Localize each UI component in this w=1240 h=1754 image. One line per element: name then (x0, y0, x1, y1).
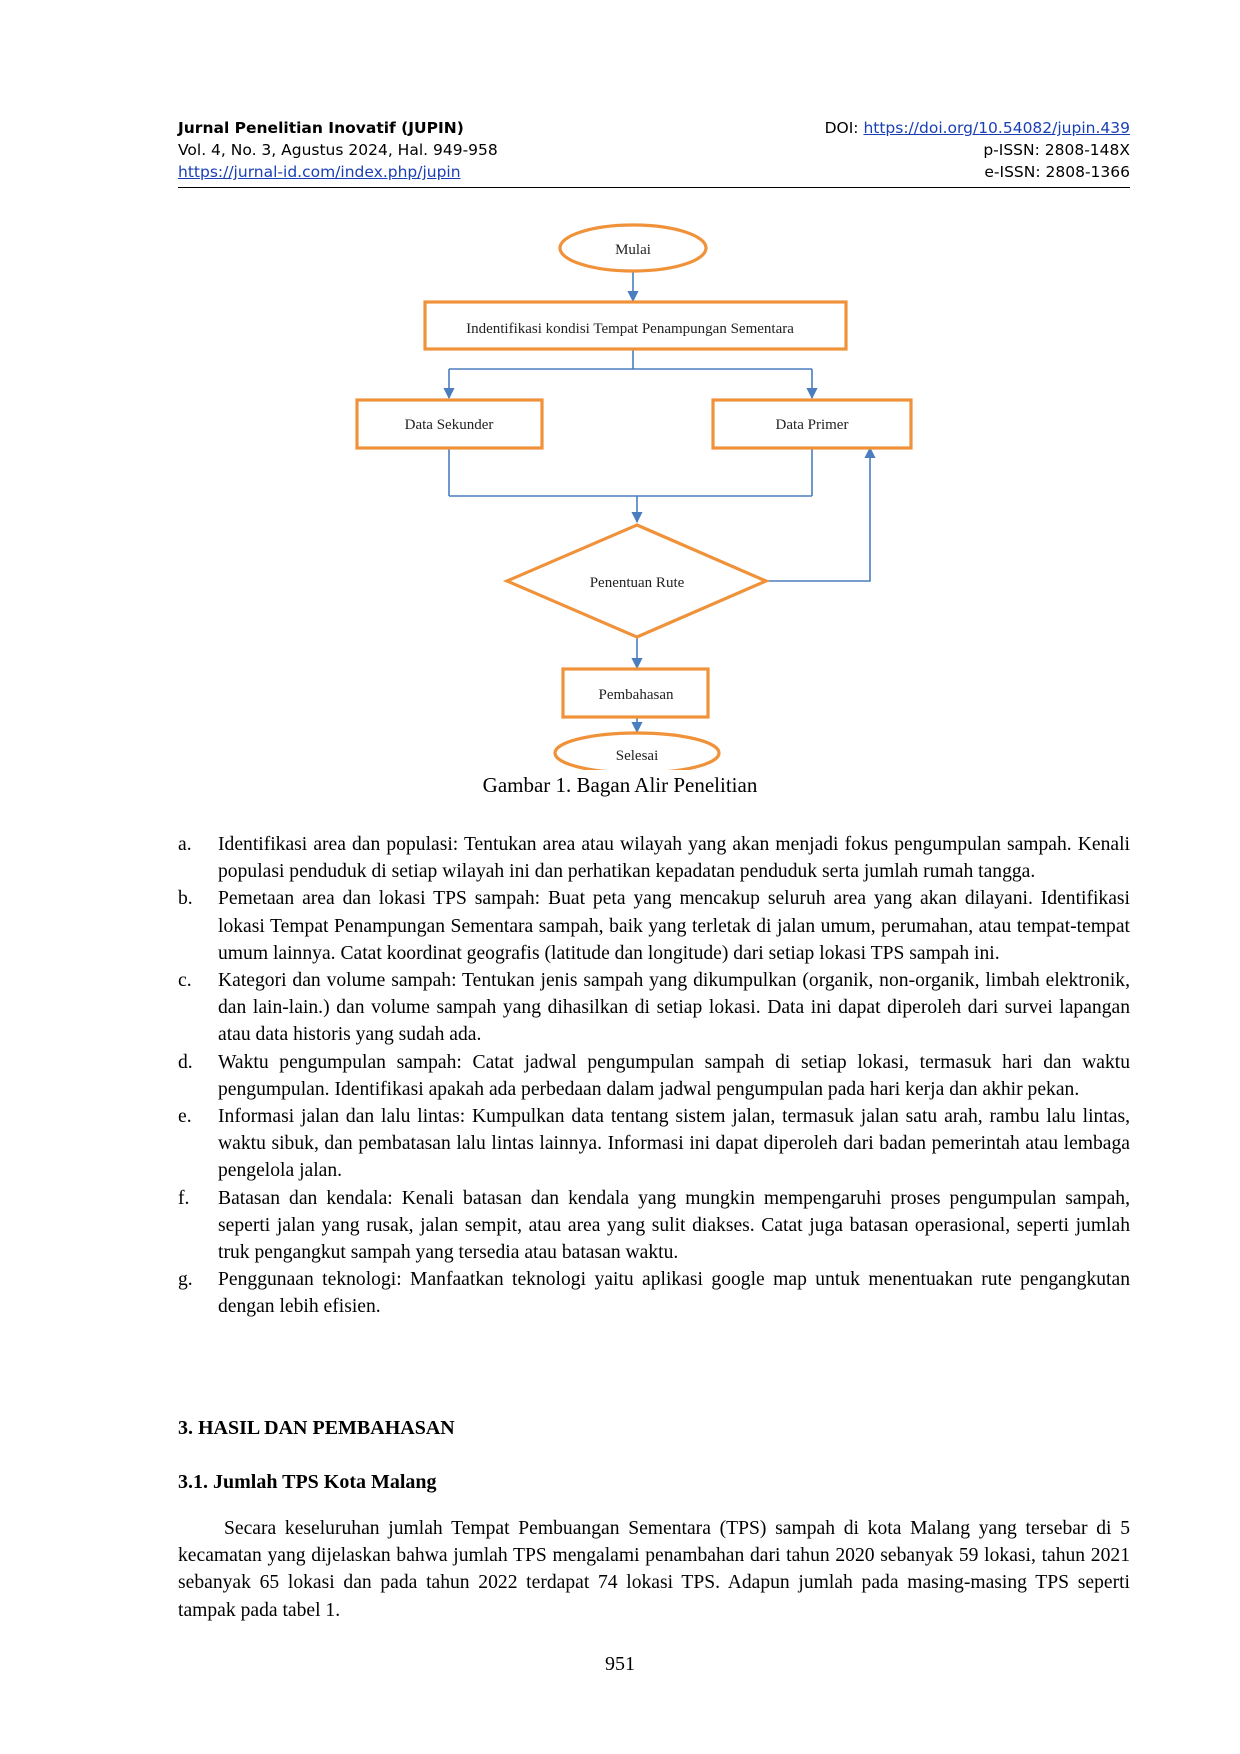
arrow-decision-loop-to-primary (766, 446, 876, 582)
e-issn: e-ISSN: 2808-1366 (984, 163, 1130, 181)
list-item-text: Waktu pengumpulan sampah: Catat jadwal p… (218, 1051, 1130, 1100)
list-item-text: Pemetaan area dan lokasi TPS sampah: Bua… (218, 888, 1130, 964)
list-item: e. Informasi jalan dan lalu lintas: Kumpu… (178, 1103, 1130, 1185)
route-decision-diamond (502, 523, 771, 639)
doi-label: DOI: (824, 119, 864, 137)
body-paragraph: Secara keseluruhan jumlah Tempat Pembuan… (178, 1518, 1130, 1621)
subsection-heading: 3.1. Jumlah TPS Kota Malang (178, 1471, 437, 1493)
method-steps-list: a. Identifikasi area dan populasi: Tentuk… (178, 831, 1130, 1321)
p-issn: p-ISSN: 2808-148X (983, 141, 1130, 159)
list-item: g. Penggunaan teknologi: Manfaatkan tekno… (178, 1266, 1130, 1320)
start-terminal (558, 223, 708, 273)
list-item: a. Identifikasi area dan populasi: Tentuk… (178, 831, 1130, 885)
list-item-text: Informasi jalan dan lalu lintas: Kumpulk… (218, 1106, 1130, 1182)
list-item-text: Penggunaan teknologi: Manfaatkan teknolo… (218, 1269, 1130, 1318)
page-number: 951 (605, 1653, 635, 1675)
list-marker: a. (178, 834, 192, 855)
research-flowchart: Mulai Indentifikasi kondisi Tempat Penam… (355, 223, 913, 770)
secondary-data-box (355, 398, 544, 450)
list-marker: c. (178, 970, 192, 992)
section-heading: 3. HASIL DAN PEMBAHASAN (178, 1417, 455, 1439)
list-item-text: Batasan dan kendala: Kenali batasan dan … (218, 1187, 1130, 1264)
journal-volume: Vol. 4, No. 3, Agustus 2024, Hal. 949-95… (178, 141, 498, 159)
end-label: Selesai (616, 748, 659, 764)
primary-data-label: Data Primer (776, 417, 849, 433)
list-item: c. Kategori dan volume sampah: Tentukan j… (178, 967, 1130, 1049)
decision-label: Penentuan Rute (590, 575, 685, 591)
list-marker: e. (178, 1106, 192, 1128)
primary-data-box (711, 398, 913, 450)
secondary-data-label: Data Sekunder (405, 417, 494, 433)
list-item: b. Pemetaan area dan lokasi TPS sampah: B… (178, 885, 1130, 967)
doi-link[interactable]: https://doi.org/10.54082/jupin.439 (863, 119, 1130, 137)
list-marker: d. (178, 1051, 193, 1073)
list-marker: b. (178, 888, 193, 910)
discussion-box (561, 667, 710, 719)
journal-title: Jurnal Penelitian Inovatif (JUPIN) (178, 119, 464, 137)
identify-label: Indentifikasi kondisi Tempat Penampungan… (466, 321, 794, 337)
figure-caption: Gambar 1. Bagan Alir Penelitian (482, 773, 758, 797)
list-marker: f. (178, 1187, 190, 1209)
doi-line: DOI: https://doi.org/10.54082/jupin.439 (825, 117, 1130, 139)
discussion-label: Pembahasan (599, 687, 674, 703)
header-rule (178, 187, 1130, 188)
list-item: d. Waktu pengumpulan sampah: Catat jadwal… (178, 1049, 1130, 1103)
journal-url-link[interactable]: https://jurnal-id.com/index.php/jupin (178, 163, 461, 181)
start-label: Mulai (615, 242, 651, 258)
end-terminal (553, 731, 721, 770)
list-item-text: Kategori dan volume sampah: Tentukan jen… (218, 970, 1130, 1046)
list-item: f. Batasan dan kendala: Kenali batasan da… (178, 1185, 1130, 1267)
flow-connectors (443, 270, 876, 734)
identify-process-box (423, 300, 848, 351)
list-marker: g. (178, 1269, 193, 1291)
list-item-text: Identifikasi area dan populasi: Tentukan… (218, 834, 1130, 883)
